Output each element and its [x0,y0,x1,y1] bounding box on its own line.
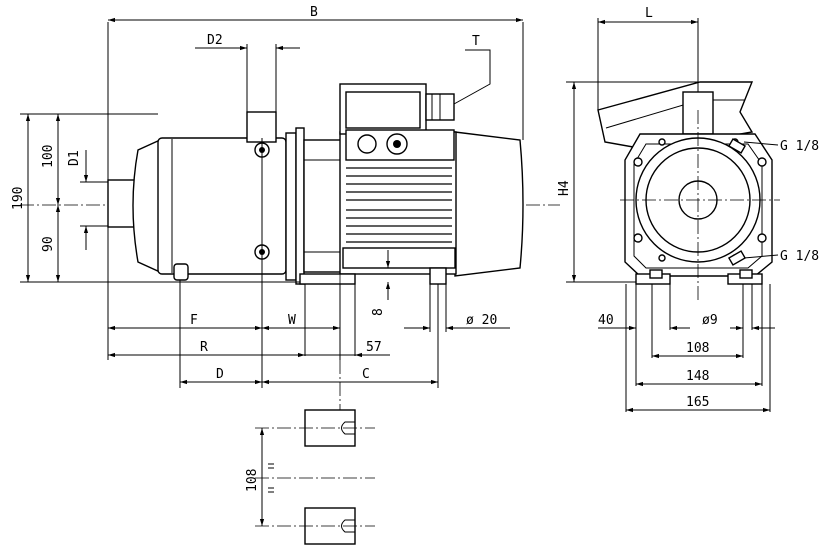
front-view-dimensions: L H4 G 1/8 G 1/8 40 ø9 108 148 [557,6,819,413]
label-T: T [472,34,480,49]
dim-100-label: 100 [41,145,56,168]
slot-detail: 108 [245,409,375,545]
dim-148-label: 148 [686,369,709,384]
dim-D2-label: D2 [207,33,223,48]
dim-165-label: 165 [686,395,709,410]
dim-D1-label: D1 [67,150,82,166]
pump-foot [299,273,356,285]
dim-108-vertical-label: 108 [245,469,260,492]
dim-dia9-label: ø9 [702,313,718,328]
dim-dia20-label: ø 20 [466,313,497,328]
dim-R-label: R [200,340,208,355]
dim-W-label: W [288,313,296,328]
dim-108-label: 108 [686,341,709,356]
side-view [20,83,560,285]
label-G-bottom: G 1/8 [780,249,819,264]
discharge-nozzle [246,111,277,143]
dim-B-label: B [310,5,318,20]
motor-foot [429,267,447,285]
cooling-fins [346,167,452,243]
dim-F-label: F [190,313,198,328]
dim-L-label: L [645,6,653,21]
drain-plug [173,263,189,281]
dim-8-label: 8 [371,308,386,316]
pump-end-cap [132,138,161,274]
motor-fan-cover [454,131,524,277]
dim-57-label: 57 [366,340,382,355]
dim-90-label: 90 [41,236,56,252]
dim-H4-label: H4 [557,180,572,196]
side-view-dimensions: B D2 T 190 100 90 D1 [11,5,524,420]
dim-190-label: 190 [11,187,26,210]
dim-D-label: D [216,367,224,382]
label-G-top: G 1/8 [780,139,819,154]
dim-40-label: 40 [598,313,614,328]
front-view [597,81,780,300]
dim-C-label: C [362,367,370,382]
